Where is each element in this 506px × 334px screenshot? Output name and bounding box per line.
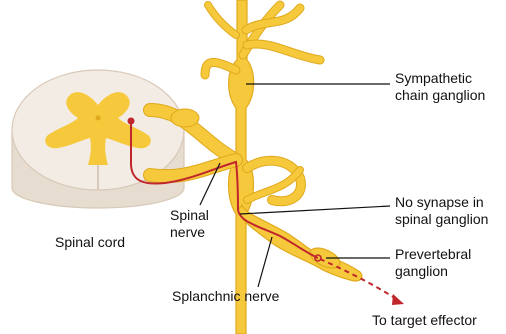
label-prevertebral-ganglion-line-1: Prevertebral [395,246,471,263]
leader-splanchnic-nerve [258,237,272,287]
spinal-cord-section [12,70,184,208]
label-no-synapse-line-2: spinal ganglion [395,211,488,228]
label-spinal-nerve: Spinal nerve [170,207,209,241]
label-no-synapse-spinal-ganglion: No synapse in spinal ganglion [395,194,488,228]
label-sympathetic-chain-ganglion-line-1: Sympathetic [395,70,485,87]
label-no-synapse-line-1: No synapse in [395,194,488,211]
label-splanchnic-nerve: Splanchnic nerve [172,288,279,305]
label-splanchnic-nerve-text: Splanchnic nerve [172,288,279,304]
leader-no-synapse [240,206,390,214]
label-spinal-nerve-line-1: Spinal [170,207,209,224]
middle-nerve-branches [247,161,301,202]
label-sympathetic-chain-ganglion-line-2: chain ganglion [395,87,485,104]
label-spinal-cord-text: Spinal cord [55,234,125,250]
label-to-target-effector-text: To target effector [372,312,477,328]
label-prevertebral-ganglion-line-2: ganglion [395,263,471,280]
label-sympathetic-chain-ganglion: Sympathetic chain ganglion [395,70,485,104]
label-spinal-cord: Spinal cord [55,234,125,251]
label-prevertebral-ganglion: Prevertebral ganglion [395,246,471,280]
label-spinal-nerve-line-2: nerve [170,224,209,241]
splanchnic-nerve-shape [238,205,362,281]
label-to-target-effector: To target effector [372,312,477,329]
upper-nerve-branches [205,5,320,75]
